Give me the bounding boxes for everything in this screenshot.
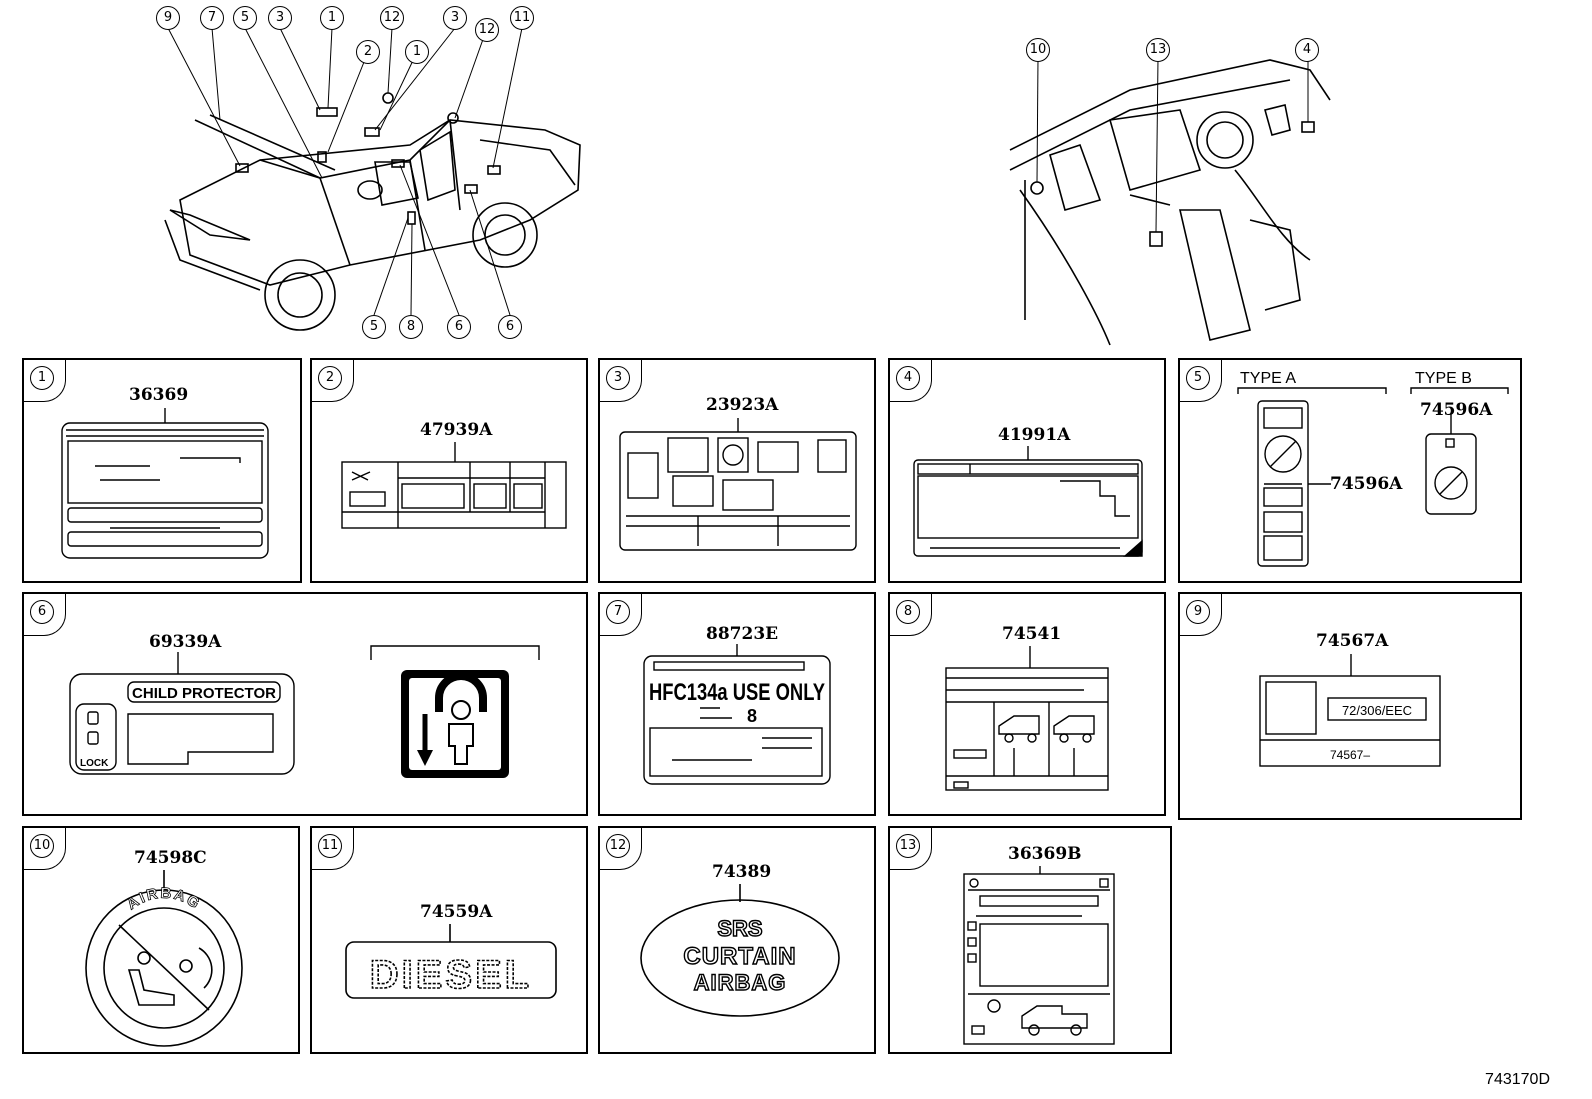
eec-code: 72/306/EEC [1342, 703, 1412, 718]
part-number: 74559A [420, 902, 493, 922]
dashboard-illustration [1009, 57, 1331, 346]
callout-1: 1 [320, 6, 344, 30]
callout-12: 12 [380, 6, 404, 30]
label-36369 [61, 408, 269, 559]
srs-text: SRS [717, 916, 762, 941]
callout-3: 3 [268, 6, 292, 30]
panel-number: 3 [606, 366, 630, 390]
diagram-code: 743170D [1485, 1071, 1550, 1088]
callout-10: 10 [1026, 38, 1050, 62]
panel-number: 9 [1186, 600, 1210, 624]
part-number: 74541 [1002, 624, 1062, 644]
panel-5: 5 TYPE A TYPE B 74596A 74596A [1178, 358, 1522, 583]
panel-number: 12 [606, 834, 630, 858]
hfc-text: HFC134a USE ONLY [649, 679, 825, 706]
panel-13: 13 36369B [888, 826, 1172, 1054]
callout-13: 13 [1146, 38, 1170, 62]
part-number: 74389 [712, 862, 772, 882]
airbag-ring-text: AIRBAG [123, 884, 202, 913]
child-lock-symbol [370, 645, 540, 778]
amount-text: 8 [747, 706, 757, 726]
callout-5b: 5 [362, 315, 386, 339]
panel-9: 9 74567A 72/306/EEC 74567– [1178, 592, 1522, 820]
part-number: 69339A [149, 632, 222, 652]
panel-4: 4 41991A [888, 358, 1166, 583]
child-protector-text: CHILD PROTECTOR [132, 685, 276, 702]
panel-6: 6 69339A CHILD PROTECTOR LOCK [22, 592, 588, 816]
part-number-b: 74596A [1420, 400, 1493, 420]
panel-number: 1 [30, 366, 54, 390]
part-number: 74567A [1316, 631, 1389, 651]
label-23923A [619, 418, 857, 551]
part-number: 47939A [420, 420, 493, 440]
sub-number: 74567– [1330, 748, 1370, 762]
part-number: 41991A [998, 425, 1071, 445]
panel-1: 1 36369 [22, 358, 302, 583]
panel-number: 4 [896, 366, 920, 390]
callout-6: 6 [447, 315, 471, 339]
callout-12b: 12 [475, 18, 499, 42]
label-74598C: AIRBAG [85, 870, 243, 1047]
airbag-text: AIRBAG [694, 970, 787, 995]
part-number: 23923A [706, 395, 779, 415]
diesel-text: DIESEL [370, 953, 532, 997]
panel-number: 2 [318, 366, 342, 390]
part-number: 74598C [134, 848, 207, 868]
panel-number: 13 [896, 834, 920, 858]
svg-text:AIRBAG: AIRBAG [124, 885, 204, 913]
panel-11: 11 74559A DIESEL [310, 826, 588, 1054]
callout-2: 2 [356, 40, 380, 64]
panel-number: 11 [318, 834, 342, 858]
label-47939A [341, 442, 567, 529]
curtain-text: CURTAIN [683, 943, 796, 970]
truck-illustration [164, 27, 581, 331]
part-number-a: 74596A [1330, 474, 1403, 494]
label-74389: SRS CURTAIN AIRBAG [640, 884, 840, 1017]
label-69339A: CHILD PROTECTOR LOCK [69, 652, 295, 775]
label-74567A: 72/306/EEC 74567– [1259, 654, 1441, 767]
label-88723E: HFC134a USE ONLY 8 [643, 644, 831, 785]
callout-8: 8 [399, 315, 423, 339]
panel-number: 5 [1186, 366, 1210, 390]
panel-3: 3 23923A [598, 358, 876, 583]
lock-text: LOCK [80, 758, 109, 769]
label-74541 [945, 646, 1109, 791]
panel-number: 10 [30, 834, 54, 858]
panel-number: 7 [606, 600, 630, 624]
callout-11: 11 [510, 6, 534, 30]
panel-2: 2 47939A [310, 358, 588, 583]
part-number: 36369 [129, 385, 189, 405]
label-41991A [913, 446, 1143, 557]
panel-12: 12 74389 SRS CURTAIN AIRBAG [598, 826, 876, 1054]
callout-7: 7 [200, 6, 224, 30]
callout-4: 4 [1295, 38, 1319, 62]
panel-8: 8 74541 [888, 592, 1166, 816]
panel-number: 6 [30, 600, 54, 624]
type-a-label: TYPE A [1240, 370, 1297, 387]
panel-number: 8 [896, 600, 920, 624]
type-b-label: TYPE B [1415, 370, 1472, 387]
part-number: 88723E [706, 624, 779, 644]
callout-6b: 6 [498, 315, 522, 339]
label-74559A: DIESEL [345, 924, 557, 999]
panel-7: 7 88723E HFC134a USE ONLY 8 [598, 592, 876, 816]
callout-3b: 3 [443, 6, 467, 30]
callout-5: 5 [233, 6, 257, 30]
callout-1b: 1 [405, 40, 429, 64]
label-74596A [1237, 387, 1509, 567]
label-36369B [963, 866, 1115, 1045]
callout-9: 9 [156, 6, 180, 30]
panel-10: 10 74598C AIRBAG [22, 826, 300, 1054]
part-number: 36369B [1008, 844, 1082, 864]
